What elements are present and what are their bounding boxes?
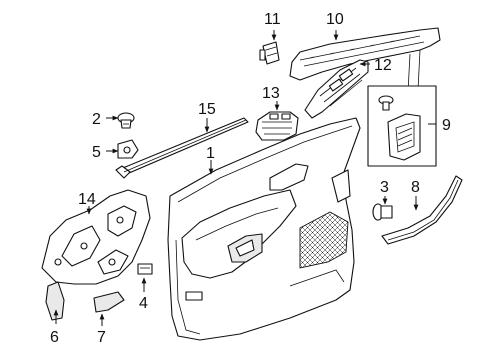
callout-11: 11 xyxy=(264,11,281,28)
part-14-inner-bracket xyxy=(41,189,151,285)
callout-14: 14 xyxy=(78,191,96,208)
callout-15: 15 xyxy=(198,101,216,118)
callout-3: 3 xyxy=(380,179,389,196)
callout-10: 10 xyxy=(326,11,344,28)
part-3-screw xyxy=(372,203,393,221)
part-1-door-trim-panel xyxy=(167,117,361,341)
part-6-pad xyxy=(45,281,65,321)
callout-2: 2 xyxy=(92,111,101,128)
part-9-inset-box xyxy=(367,85,437,167)
part-7-pad xyxy=(93,291,125,313)
callout-12: 12 xyxy=(374,57,392,74)
callout-7: 7 xyxy=(97,329,106,346)
callout-13: 13 xyxy=(262,85,280,102)
callout-4: 4 xyxy=(139,295,148,312)
callout-numbers: 1 2 3 4 5 6 7 8 9 10 11 12 13 14 15 xyxy=(50,11,451,346)
part-11-clip xyxy=(259,41,280,65)
part-15-belt-strip xyxy=(115,117,249,179)
part-8-weatherstrip xyxy=(381,175,463,245)
part-12-switch-bezel xyxy=(304,59,369,119)
callout-8: 8 xyxy=(411,179,420,196)
part-2-push-pin xyxy=(117,112,135,129)
part-13-switch-module xyxy=(255,111,299,141)
callout-5: 5 xyxy=(92,144,101,161)
callout-6: 6 xyxy=(50,329,59,346)
callout-9: 9 xyxy=(442,117,451,134)
leader-lines xyxy=(53,30,436,326)
part-4-small-clip xyxy=(137,263,153,275)
part-5-clip-bracket xyxy=(117,139,139,159)
callout-1: 1 xyxy=(206,145,215,162)
